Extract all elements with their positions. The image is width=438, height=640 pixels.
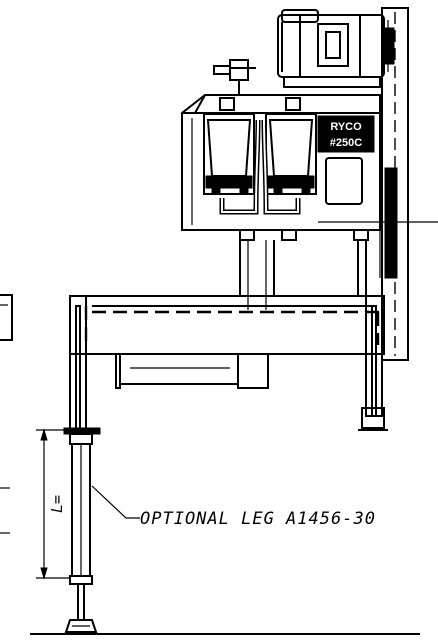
center-column [239,240,367,310]
hoses [219,119,301,215]
dimension-L: L= [36,428,70,580]
motor [277,9,385,88]
left-partial-view [0,294,13,534]
dimension-label: L= [48,495,66,513]
stand-frame [69,295,388,431]
nameplate-line2: #250C [330,137,362,149]
callout: OPTIONAL LEG A1456-30 [91,485,376,529]
optional-leg [63,427,101,633]
under-frame-unit [115,353,269,389]
callout-label: OPTIONAL LEG A1456-30 [140,509,376,529]
brush-box-right [265,113,317,195]
belt-guard [318,7,438,361]
solenoid-valve [213,59,256,95]
brush-box-left [203,113,255,195]
nameplate-line1: RYCO [330,121,362,133]
